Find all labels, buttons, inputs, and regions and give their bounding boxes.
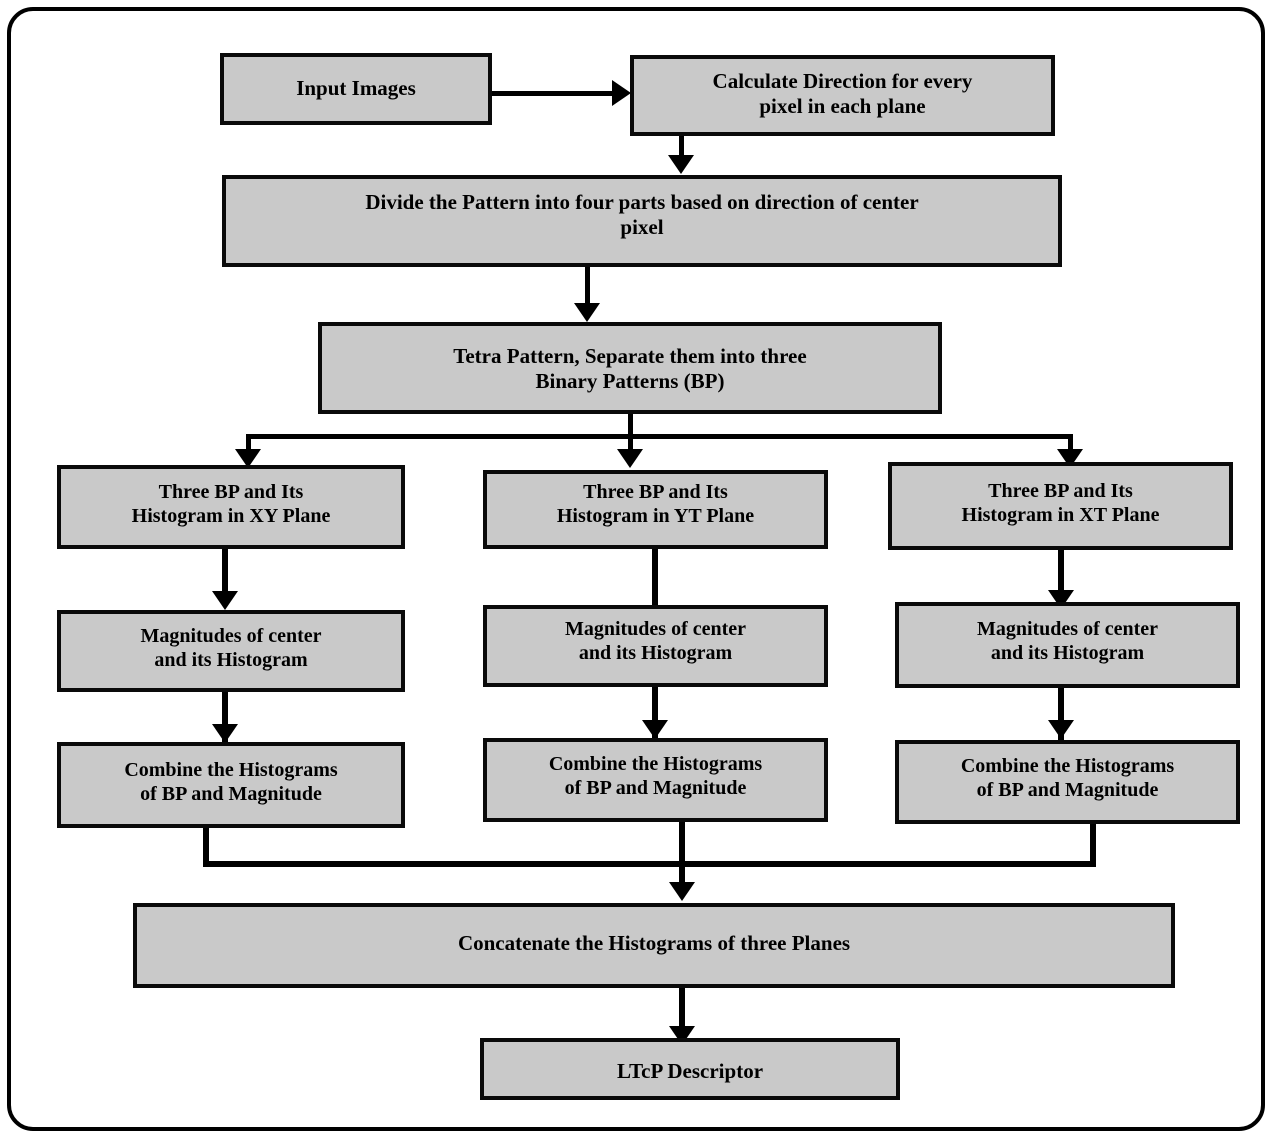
connector-bpxy-to-magxy [222, 549, 228, 596]
node-bp-yt[interactable]: Three BP and Its Histogram in YT Plane [483, 470, 828, 549]
arrowhead-down-icon [574, 303, 600, 322]
node-label: Three BP and Its Histogram in XY Plane [131, 481, 331, 527]
node-label: LTcP Descriptor [616, 1059, 764, 1083]
connector-magxy-to-combinexy [222, 692, 228, 742]
node-label: Three BP and Its Histogram in XT Plane [961, 480, 1160, 526]
node-label: Input Images [296, 76, 416, 100]
node-label: Concatenate the Histograms of three Plan… [457, 931, 851, 955]
node-label: Tetra Pattern, Separate them into three … [453, 344, 807, 393]
arrowhead-down-icon [235, 449, 261, 468]
node-bp-xt[interactable]: Three BP and Its Histogram in XT Plane [888, 462, 1233, 550]
arrowhead-right-icon [612, 80, 631, 106]
node-divide-pattern[interactable]: Divide the Pattern into four parts based… [222, 175, 1062, 267]
arrowhead-down-icon [668, 155, 694, 174]
connector-merge-right [1090, 824, 1096, 866]
node-tetra-pattern[interactable]: Tetra Pattern, Separate them into three … [318, 322, 942, 414]
node-label: Magnitudes of center and its Histogram [564, 618, 747, 664]
connector-concatenate-to-descriptor [679, 988, 685, 1042]
arrowhead-down-icon [669, 882, 695, 901]
arrowhead-down-icon [212, 724, 238, 743]
arrowhead-down-icon [1048, 720, 1074, 739]
connector-tetra-stem [628, 414, 633, 436]
node-ltcp-descriptor[interactable]: LTcP Descriptor [480, 1038, 900, 1100]
connector-merge-center [679, 822, 685, 894]
node-magnitudes-xy[interactable]: Magnitudes of center and its Histogram [57, 610, 405, 692]
arrowhead-down-icon [617, 449, 643, 468]
connector-split-right [1068, 434, 1073, 456]
node-magnitudes-yt[interactable]: Magnitudes of center and its Histogram [483, 605, 828, 687]
node-calculate-direction[interactable]: Calculate Direction for every pixel in e… [630, 55, 1055, 136]
node-label: Three BP and Its Histogram in YT Plane [556, 481, 755, 527]
connector-split-left [246, 434, 251, 456]
node-label: Magnitudes of center and its Histogram [976, 618, 1159, 664]
connector-bpxt-to-magxt [1058, 550, 1064, 596]
node-label: Divide the Pattern into four parts based… [365, 190, 919, 239]
connector-magyt-to-combineyt [652, 687, 658, 738]
connector-merge-bar [203, 861, 1096, 867]
connector-divide-to-tetra [585, 267, 590, 307]
node-label: Calculate Direction for every pixel in e… [712, 69, 973, 118]
arrowhead-down-icon [212, 591, 238, 610]
node-input-images[interactable]: Input Images [220, 53, 492, 125]
node-label: Magnitudes of center and its Histogram [140, 625, 322, 671]
node-combine-yt[interactable]: Combine the Histograms of BP and Magnitu… [483, 738, 828, 822]
connector-magxt-to-combinext [1058, 688, 1064, 740]
connector-calculate-to-divide [679, 136, 684, 159]
connector-split-bar [246, 434, 1073, 439]
connector-input-to-calculate [492, 91, 620, 96]
node-magnitudes-xt[interactable]: Magnitudes of center and its Histogram [895, 602, 1240, 688]
node-combine-xy[interactable]: Combine the Histograms of BP and Magnitu… [57, 742, 405, 828]
node-concatenate[interactable]: Concatenate the Histograms of three Plan… [133, 903, 1175, 988]
connector-merge-left [203, 828, 209, 866]
node-label: Combine the Histograms of BP and Magnitu… [960, 755, 1175, 801]
node-label: Combine the Histograms of BP and Magnitu… [124, 759, 338, 805]
node-bp-xy[interactable]: Three BP and Its Histogram in XY Plane [57, 465, 405, 549]
connector-split-center [628, 434, 633, 456]
node-label: Combine the Histograms of BP and Magnitu… [548, 753, 763, 799]
node-combine-xt[interactable]: Combine the Histograms of BP and Magnitu… [895, 740, 1240, 824]
connector-bpyt-to-magyt [652, 549, 658, 605]
arrowhead-down-icon [642, 720, 668, 739]
